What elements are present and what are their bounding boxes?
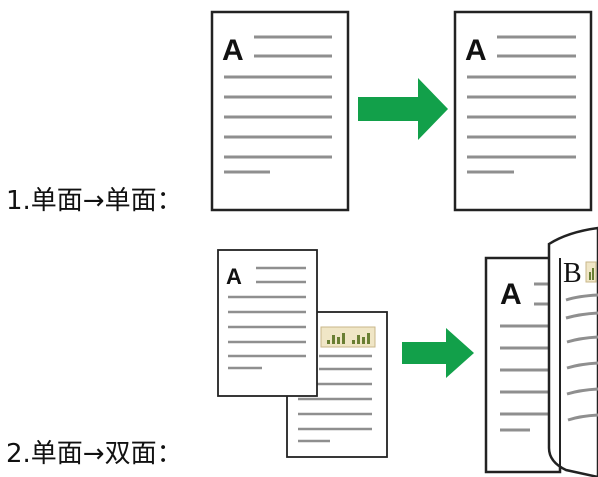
row-2-result-duplex-page: A B — [484, 226, 598, 477]
row-2-source-page-front: A — [217, 249, 318, 397]
page-letter-a: A — [465, 34, 487, 67]
row-2-arrow — [402, 328, 474, 378]
page-letter-a: A — [500, 278, 522, 311]
page-letter-b: B — [563, 258, 582, 289]
row-1-label: 1.单面→单面： — [6, 186, 183, 216]
row-1-source-page: A — [210, 10, 350, 212]
page-letter-a: A — [222, 34, 244, 67]
page-letter-a: A — [226, 264, 242, 289]
row-1-result-page: A — [453, 10, 593, 212]
row-2-label: 2.单面→双面： — [6, 439, 183, 469]
row-1-arrow — [358, 78, 448, 140]
